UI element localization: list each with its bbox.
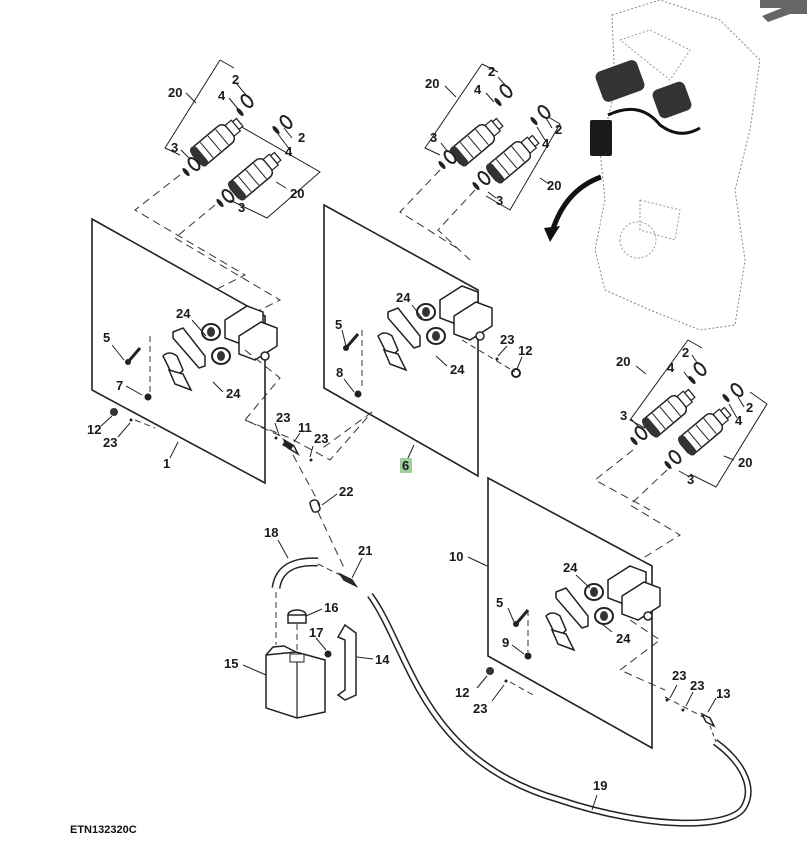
callout-4: 4 — [474, 82, 482, 97]
panel-6 — [323, 203, 479, 478]
callout-12: 12 — [87, 422, 101, 437]
callout-2: 2 — [682, 345, 689, 360]
callout-12: 12 — [518, 343, 532, 358]
callout-23: 23 — [314, 431, 328, 446]
callout-6-highlighted[interactable]: 6 — [402, 458, 409, 473]
panel-10 — [487, 476, 653, 750]
callout-4: 4 — [218, 88, 226, 103]
callout-20: 20 — [547, 178, 561, 193]
callout-14: 14 — [375, 652, 390, 667]
callout-23: 23 — [672, 668, 686, 683]
callout-23: 23 — [500, 332, 514, 347]
callout-1: 1 — [163, 456, 170, 471]
callout-23: 23 — [276, 410, 290, 425]
callout-5: 5 — [335, 317, 342, 332]
callout-20: 20 — [738, 455, 752, 470]
callout-20: 20 — [290, 186, 304, 201]
callout-4: 4 — [667, 360, 675, 375]
callout-2: 2 — [746, 400, 753, 415]
callout-8: 8 — [336, 365, 343, 380]
callout-9: 9 — [502, 635, 509, 650]
plumbing: 23 11 23 22 18 21 19 15 16 — [224, 410, 752, 827]
callout-10: 10 — [449, 549, 463, 564]
callout-24: 24 — [450, 362, 465, 377]
callout-24: 24 — [396, 290, 411, 305]
callout-4: 4 — [285, 144, 293, 159]
callout-24: 24 — [563, 560, 578, 575]
reference-code: ETN132320C — [70, 824, 137, 836]
callout-3: 3 — [620, 408, 627, 423]
callout-24: 24 — [616, 631, 631, 646]
panel-1 — [91, 217, 266, 485]
callout-20: 20 — [425, 76, 439, 91]
callout-23: 23 — [103, 435, 117, 450]
callout-12: 12 — [455, 685, 469, 700]
callout-20: 20 — [168, 85, 182, 100]
callout-19: 19 — [593, 778, 607, 793]
callout-21: 21 — [358, 543, 372, 558]
locator-reservoir — [590, 120, 612, 156]
callout-16: 16 — [324, 600, 338, 615]
callout-22: 22 — [339, 484, 353, 499]
callout-24: 24 — [226, 386, 241, 401]
callout-2: 2 — [298, 130, 305, 145]
callout-5: 5 — [103, 330, 110, 345]
arrow-up-right-icon[interactable] — [760, 0, 807, 22]
callout-3: 3 — [496, 193, 503, 208]
callout-3: 3 — [687, 472, 694, 487]
assembly-6: 20 2 4 3 2 4 20 3 24 5 8 24 23 12 6 — [319, 63, 562, 478]
callout-4: 4 — [542, 136, 550, 151]
callout-4: 4 — [735, 413, 743, 428]
locator-valve-stack — [595, 60, 692, 119]
callout-15: 15 — [224, 656, 238, 671]
callout-20: 20 — [616, 354, 630, 369]
callout-2: 2 — [232, 72, 239, 87]
assembly-1: 20 2 4 3 2 4 20 3 24 5 7 24 12 23 1 — [87, 59, 321, 485]
assembly-10: 20 2 4 3 2 4 20 3 10 24 5 9 24 12 23 23 … — [449, 339, 768, 750]
callout-7: 7 — [116, 378, 123, 393]
highlight-marker — [400, 458, 412, 473]
callout-24: 24 — [176, 306, 191, 321]
callout-3: 3 — [430, 130, 437, 145]
callout-3: 3 — [238, 200, 245, 215]
callout-3: 3 — [171, 140, 178, 155]
locator-thumbnail — [544, 0, 761, 331]
callout-23: 23 — [690, 678, 704, 693]
callout-17: 17 — [309, 625, 323, 640]
callout-18: 18 — [264, 525, 278, 540]
locator-arrow — [549, 174, 602, 233]
callout-13: 13 — [716, 686, 730, 701]
callout-11: 11 — [298, 420, 312, 435]
callout-2: 2 — [555, 122, 562, 137]
callout-5: 5 — [496, 595, 503, 610]
callout-2: 2 — [488, 64, 495, 79]
callout-23: 23 — [473, 701, 487, 716]
